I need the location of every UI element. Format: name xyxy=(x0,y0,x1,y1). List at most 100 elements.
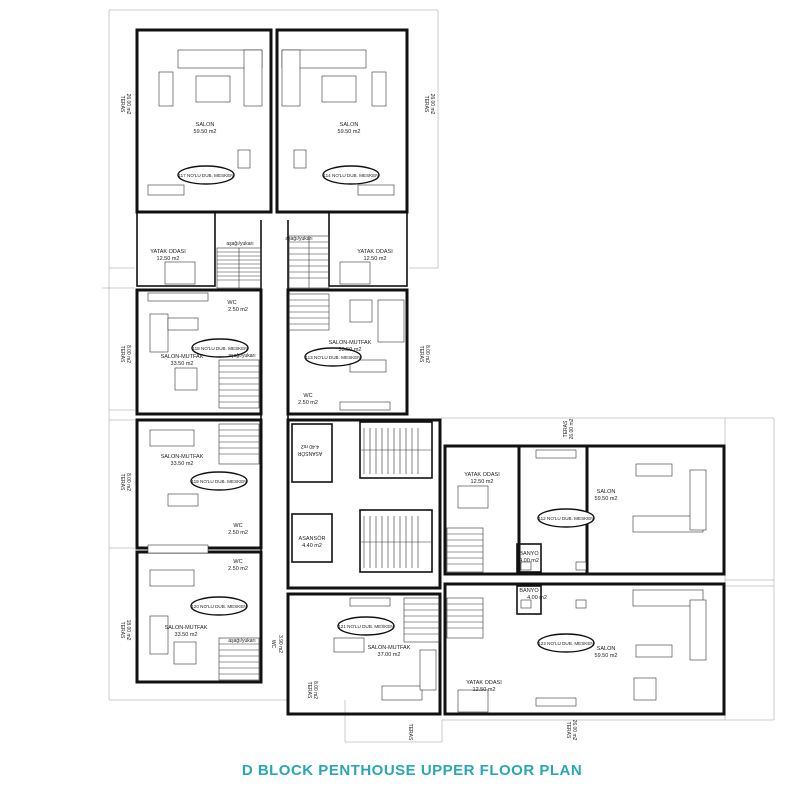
terrace-area: 18.00 m2 xyxy=(125,620,131,641)
unit-tag-118: 118 NO'LU DUB. MESKEN xyxy=(191,338,249,358)
room-area: 2.50 m2 xyxy=(228,530,248,536)
unit-tag-112: 112 NO'LU DUB. MESKEN xyxy=(537,508,595,528)
room-area: 2.50 m2 xyxy=(228,566,248,572)
terrace-area: 26.00 m2 xyxy=(429,94,435,115)
room-area: 37.00 m2 xyxy=(378,652,401,658)
terrace-name: TERAS xyxy=(119,346,125,363)
room-name: SALON-MUTFAK xyxy=(165,625,208,631)
walls xyxy=(135,28,726,716)
unit-tags: 117 NO'LU DUB. MESKEN 114 NO'LU DUB. MES… xyxy=(177,165,595,653)
terrace-area: 26.00 m2 xyxy=(125,94,131,115)
stair-core-bottom xyxy=(360,516,432,568)
stair-121 xyxy=(403,597,441,643)
terrace-name: TERAS xyxy=(119,622,125,639)
room-name: WC xyxy=(233,559,242,565)
stair-122 xyxy=(446,597,484,639)
unit-tag-118-text: 118 NO'LU DUB. MESKEN xyxy=(192,346,247,351)
room-name: WC xyxy=(270,640,276,649)
room-name: WC xyxy=(227,300,236,306)
room-name: BANYO xyxy=(519,588,539,594)
terrace-area: 26.00 m2 xyxy=(571,720,577,741)
room-name: SALON-MUTFAK xyxy=(329,340,372,346)
terrace-name: TERAS xyxy=(119,474,125,491)
stair-label: aşağı/yukarı xyxy=(226,241,253,247)
room-name: YATAK ODASI xyxy=(466,680,502,686)
room-area: 3.90 m2 xyxy=(277,635,283,653)
room-area: 4.40 m2 xyxy=(302,543,322,549)
room-area: 12.50 m2 xyxy=(473,687,496,693)
terrace-name: TERAS xyxy=(563,420,569,437)
room-area: 12.50 m2 xyxy=(364,256,387,262)
terrace-name: TERAS xyxy=(306,682,312,699)
terrace-area: 26.00 m2 xyxy=(569,418,575,439)
room-area: 33.50 m2 xyxy=(175,632,198,638)
room-area: 12.50 m2 xyxy=(157,256,180,262)
room-area: 12.50 m2 xyxy=(471,479,494,485)
room-area: 2.50 m2 xyxy=(298,400,318,406)
unit-tag-113: 113 NO'LU DUB. MESKEN xyxy=(304,347,362,367)
room-area: 33.50 m2 xyxy=(339,347,362,353)
room-area: 33.50 m2 xyxy=(171,461,194,467)
room-name: SALON xyxy=(196,122,215,128)
room-area: 59.50 m2 xyxy=(338,129,361,135)
terrace-name: TERAS xyxy=(418,346,424,363)
unit-tag-122: 122 NO'LU DUB. MESKEN xyxy=(537,633,595,653)
room-name: BANYO xyxy=(519,551,539,557)
unit-tag-113-text: 113 NO'LU DUB. MESKEN xyxy=(305,355,360,360)
room-area: 33.50 m2 xyxy=(171,361,194,367)
stair-113 xyxy=(288,293,330,331)
furniture xyxy=(147,49,707,713)
unit-tag-114: 114 NO'LU DUB. MESKEN xyxy=(322,165,380,185)
unit-tag-122-text: 122 NO'LU DUB. MESKEN xyxy=(538,641,594,646)
unit-tag-121-text: 121 NO'LU DUB. MESKEN xyxy=(338,624,394,629)
stair-label: aşağı/yukarı xyxy=(228,353,255,359)
room-name: YATAK ODASI xyxy=(464,472,500,478)
room-name: YATAK ODASI xyxy=(150,249,186,255)
room-name: YATAK ODASI xyxy=(357,249,393,255)
terrace-labels: TERAS 26.00 m2 TERAS 26.00 m2 TERAS 8.00… xyxy=(119,94,577,741)
room-area: 4.40 m2 xyxy=(301,443,319,449)
room-labels: SALON 59.50 m2 SALON 59.50 m2 YATAK ODAS… xyxy=(150,122,617,693)
terrace-area: 8.00 m2 xyxy=(312,681,318,699)
room-area: 4.00 m2 xyxy=(527,595,547,601)
unit-tag-121: 121 NO'LU DUB. MESKEN xyxy=(337,616,395,636)
room-name: SALON xyxy=(597,489,616,495)
stair-119 xyxy=(218,423,260,465)
room-name: SALON-MUTFAK xyxy=(161,354,204,360)
stair-labels: aşağı/yukarı aşağı/yukarı aşağı/yukarı a… xyxy=(226,236,312,644)
stair-label: aşağı/yukarı xyxy=(228,638,255,644)
stair-120 xyxy=(218,637,260,681)
room-name: ASANSÖR xyxy=(297,450,322,457)
room-area: 2.50 m2 xyxy=(228,307,248,313)
stair-top-left xyxy=(216,247,262,289)
terrace-area: 8.00 m2 xyxy=(125,473,131,491)
room-name: WC xyxy=(233,523,242,529)
unit-tag-112-text: 112 NO'LU DUB. MESKEN xyxy=(538,516,593,521)
room-area: 59.50 m2 xyxy=(595,653,618,659)
terrace-area: 8.00 m2 xyxy=(125,345,131,363)
room-area: 59.50 m2 xyxy=(595,496,618,502)
stair-112 xyxy=(446,527,484,573)
room-area: 4.00 m2 xyxy=(519,558,539,564)
unit-tag-117: 117 NO'LU DUB. MESKEN xyxy=(177,165,235,185)
stair-core-top xyxy=(360,428,432,474)
unit-tag-114-text: 114 NO'LU DUB. MESKEN xyxy=(323,173,378,178)
terrace-outlines xyxy=(102,9,775,743)
room-name: SALON-MUTFAK xyxy=(368,645,411,651)
room-area: 59.50 m2 xyxy=(194,129,217,135)
room-name: SALON xyxy=(340,122,359,128)
unit-tag-119-text: 119 NO'LU DUB. MESKEN xyxy=(191,479,246,484)
room-name: SALON-MUTFAK xyxy=(161,454,204,460)
room-name: WC xyxy=(303,393,312,399)
terrace-name: TERAS xyxy=(407,724,413,741)
terrace-area: 8.00 m2 xyxy=(424,345,430,363)
room-name: SALON xyxy=(597,646,616,652)
unit-tag-119: 119 NO'LU DUB. MESKEN xyxy=(190,471,248,491)
terrace-name: TERAS xyxy=(565,722,571,739)
unit-tag-117-text: 117 NO'LU DUB. MESKEN xyxy=(178,173,233,178)
stairs xyxy=(216,235,484,681)
room-name: ASANSÖR xyxy=(299,535,326,542)
stair-top-right xyxy=(288,235,330,289)
plan-title: D BLOCK PENTHOUSE UPPER FLOOR PLAN xyxy=(242,762,582,779)
